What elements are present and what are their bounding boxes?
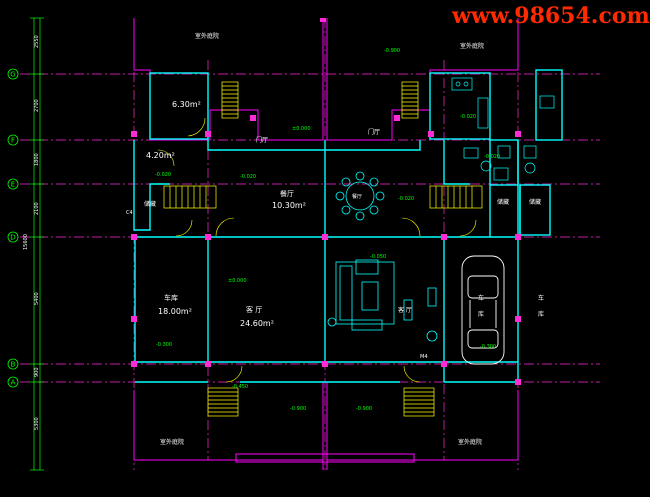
room-label: 储藏 (144, 200, 156, 208)
axis-label: F (11, 137, 15, 145)
dining-table (335, 171, 385, 221)
axis-label: B (11, 361, 16, 369)
axis-label: D (10, 234, 15, 242)
doors (157, 117, 477, 383)
columns (131, 18, 521, 385)
level-marker: -0.450 (232, 384, 248, 390)
room-label: 室外庭院 (160, 438, 184, 446)
room-label: 车 (478, 294, 484, 302)
code-label: M4 (420, 354, 428, 360)
car (461, 255, 505, 365)
level-marker: -0.300 (156, 342, 172, 348)
side-dim: 5300 (34, 417, 40, 430)
room-area: 6.30m² (172, 100, 201, 109)
kitchen-fixtures (451, 77, 555, 181)
room-label: 室外庭院 (460, 42, 484, 50)
room-label: 门厅 (368, 128, 380, 136)
axis-bubbles (7, 68, 19, 388)
room-label: 车 (538, 294, 544, 302)
axis-label: G (10, 71, 15, 79)
level-marker: -0.900 (290, 406, 306, 412)
room-label: 储藏 (529, 198, 541, 206)
sofa-set (327, 259, 438, 342)
side-dim: 900 (34, 367, 40, 377)
axis-label: A (11, 379, 16, 387)
level-marker: -0.300 (480, 344, 496, 350)
side-dim: 1800 (34, 153, 40, 166)
room-label: 室外庭院 (458, 438, 482, 446)
level-marker: -0.020 (155, 172, 171, 178)
room-label: 库 (538, 310, 544, 318)
level-marker: ±0.000 (292, 126, 311, 132)
code-label: C4 (126, 210, 133, 216)
furniture-label: 餐厅 (352, 193, 362, 200)
side-dim: 5400 (34, 292, 40, 305)
level-marker: -0.020 (460, 114, 476, 120)
walls (133, 69, 563, 383)
level-marker: -0.020 (484, 154, 500, 160)
room-label: 客 厅 (398, 306, 412, 314)
watermark: www.98654.com (451, 3, 650, 29)
room-label: 车库 (164, 293, 178, 302)
room-label: 室外庭院 (195, 32, 219, 40)
level-marker: -0.020 (398, 196, 414, 202)
stairs (163, 81, 483, 417)
side-dim: 2100 (34, 202, 40, 215)
total-dim: 15600 (23, 234, 29, 250)
level-marker: -0.050 (370, 254, 386, 260)
room-area: 24.60m² (240, 319, 274, 328)
room-label: 储藏 (497, 198, 509, 206)
level-marker: -0.900 (356, 406, 372, 412)
axis-label: E (11, 181, 15, 189)
room-label: 客 厅 (246, 305, 262, 314)
room-area: 18.00m² (158, 307, 192, 316)
garden-outlines (133, 18, 519, 470)
level-marker: -0.020 (240, 174, 256, 180)
level-marker: -0.900 (384, 48, 400, 54)
side-dim: 2550 (34, 35, 40, 48)
side-dim: 2700 (34, 99, 40, 112)
room-area: 4.20m² (146, 151, 175, 160)
room-label: 门厅 (256, 136, 268, 144)
room-area: 10.30m² (272, 201, 306, 210)
dimension-left (30, 17, 44, 471)
room-label: 餐厅 (280, 189, 294, 198)
room-label: 库 (478, 310, 484, 318)
level-marker: ±0.000 (228, 278, 247, 284)
